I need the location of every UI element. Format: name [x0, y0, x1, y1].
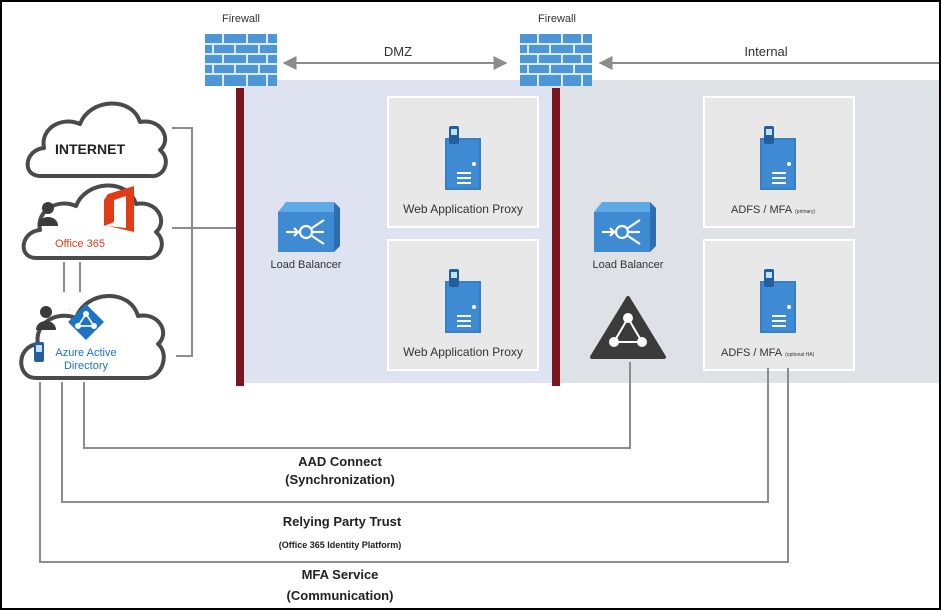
aad-connect-line [83, 362, 631, 449]
wap-bottom-label: Web Application Proxy [403, 345, 523, 359]
dmz-load-balancer-label: Load Balancer [271, 259, 342, 271]
relying-party-label: Relying Party Trust [283, 514, 402, 529]
firewall-right-label: Firewall [538, 13, 576, 25]
firewall-right-bar [552, 88, 560, 386]
aad-connect-label: AAD Connect [298, 454, 382, 469]
relying-party-line [61, 368, 769, 503]
aad-label-line1: Azure Active [55, 347, 116, 359]
dmz-label: DMZ [384, 44, 412, 59]
mfa-service-label: MFA Service [302, 567, 379, 582]
aad-label-line2: Directory [64, 360, 109, 372]
adfs-primary-label: ADFS / MFA(primary) [731, 204, 815, 216]
wap-top-label: Web Application Proxy [403, 202, 523, 216]
adfs-ha-label: ADFS / MFA(optional HA) [721, 347, 815, 359]
firewall-left-label: Firewall [222, 13, 260, 25]
cloud-connectors [63, 262, 81, 292]
azure-ad-cloud-icon [19, 294, 166, 380]
internal-load-balancer-label: Load Balancer [593, 259, 664, 271]
user-icon [38, 202, 58, 226]
internet-cloud-icon [25, 101, 168, 179]
mfa-phone-icon [34, 342, 44, 362]
aad-connect-icon [590, 296, 666, 359]
azure-ad-logo-icon [68, 304, 104, 340]
relying-party-sublabel: (Office 365 Identity Platform) [279, 540, 402, 550]
office365-label: Office 365 [55, 238, 105, 250]
internal-label: Internal [744, 44, 787, 59]
office365-logo-icon [104, 186, 134, 232]
mfa-service-sublabel: (Communication) [287, 588, 394, 603]
internet-label: INTERNET [55, 141, 125, 157]
mfa-service-line [39, 368, 789, 563]
user-icon [36, 306, 56, 330]
aad-connect-sublabel: (Synchronization) [285, 472, 395, 487]
clouds-bracket [172, 127, 236, 357]
firewall-left-bar [236, 88, 244, 386]
